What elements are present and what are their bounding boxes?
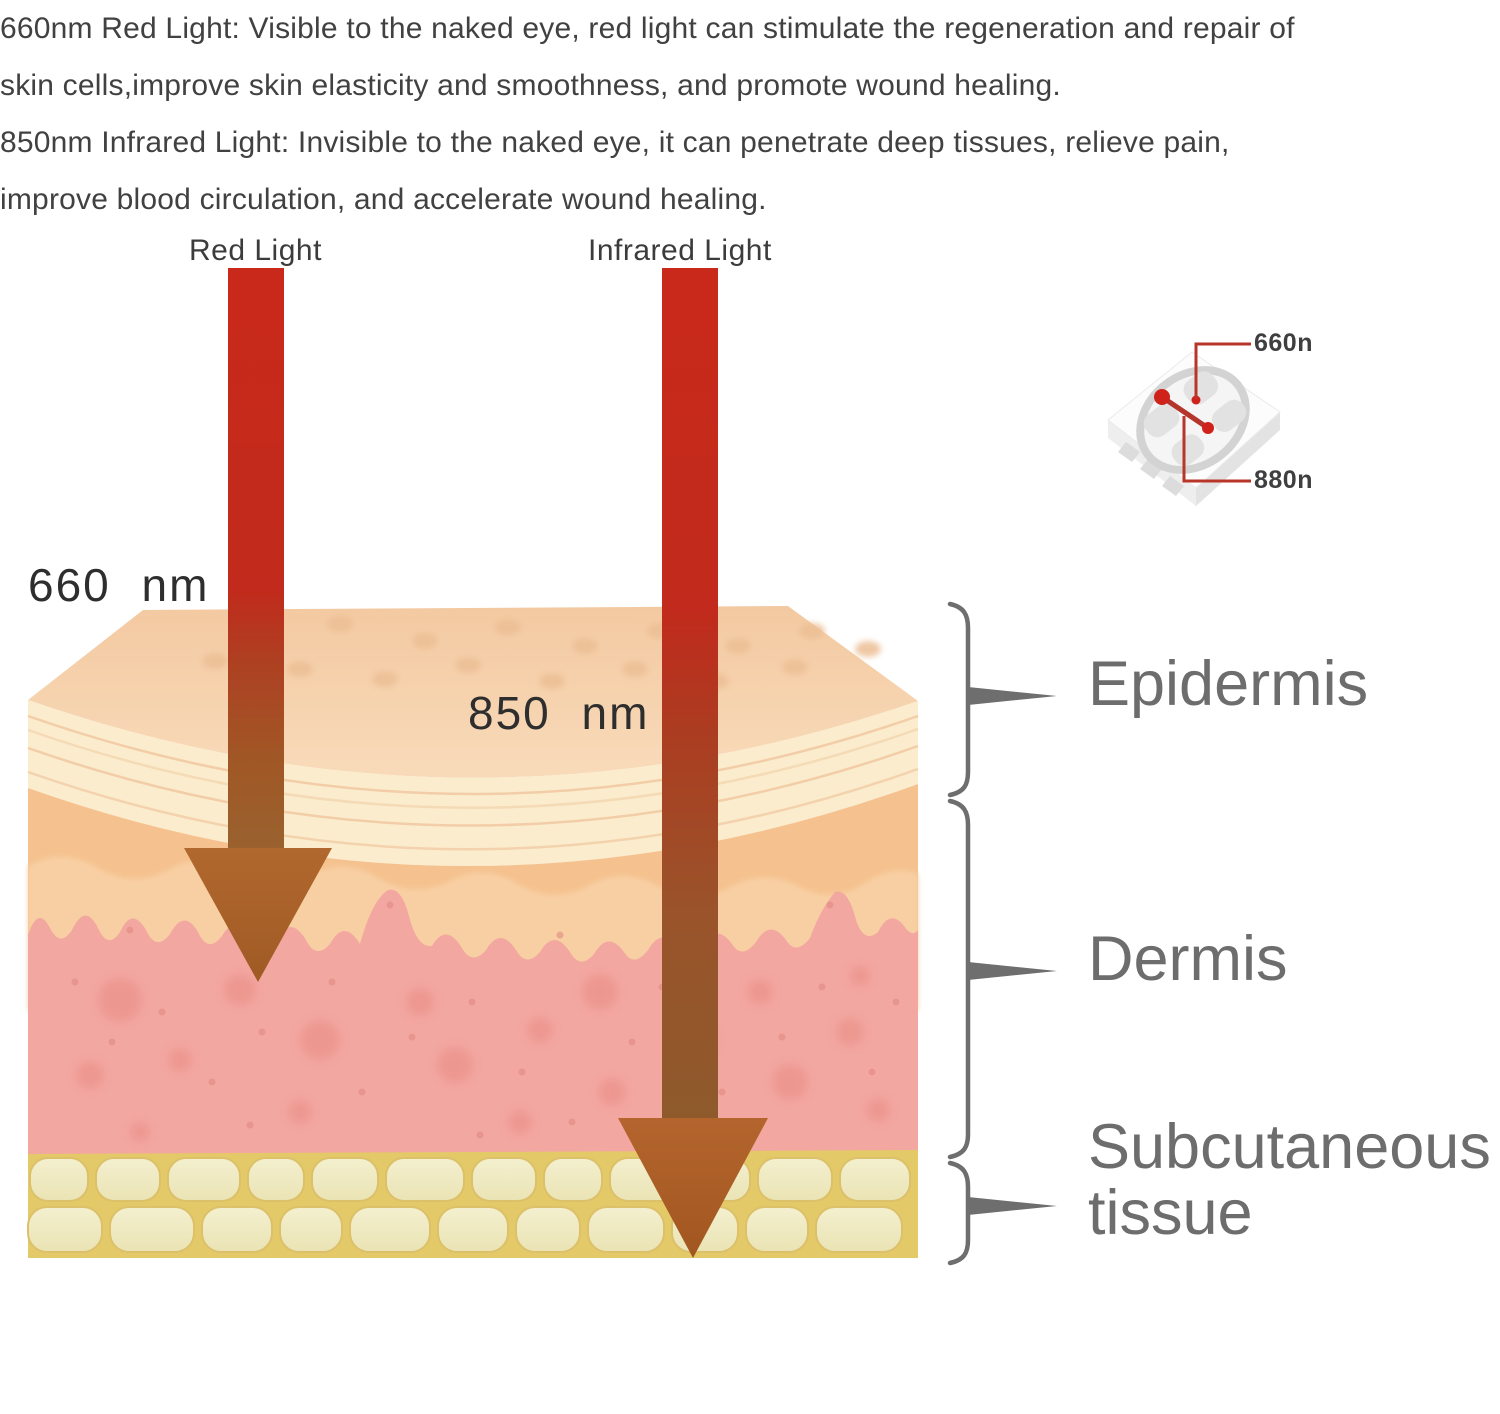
dermis-speckles	[71, 901, 900, 1139]
chip-callout-660-line	[1194, 342, 1251, 399]
layer-label-epidermis: Epidermis	[1088, 649, 1369, 719]
infrared-light-shaft	[662, 268, 718, 1122]
chip-callout-880-line	[1182, 416, 1251, 483]
chip-die-660	[1154, 389, 1170, 405]
subcutaneous-brace	[947, 1160, 1057, 1266]
chip-feet	[1118, 442, 1184, 496]
fat-pebbles-row-2	[27, 1206, 903, 1253]
intro-line-1: 660nm Red Light: Visible to the naked ey…	[0, 12, 1295, 45]
infrared-light-beam-label: Infrared Light	[588, 234, 772, 267]
surface-freckles	[202, 616, 881, 689]
chip-label-880n: 880n	[1254, 466, 1313, 494]
red-light-arrowhead	[184, 848, 332, 982]
infrared-light-arrow	[618, 268, 768, 1258]
chip-die-link	[1160, 394, 1210, 431]
outro-paragraph: 850nm Infrared Light: Invisible to the n…	[0, 114, 1500, 228]
epidermis-stripe-lines	[27, 714, 919, 851]
wavelength-850-label: 850 nm	[468, 687, 650, 739]
intro-paragraph: 660nm Red Light: Visible to the naked ey…	[0, 0, 1500, 114]
epidermis-brace	[947, 601, 1057, 798]
chip-lens-blades	[1143, 371, 1247, 466]
layer-label-dermis: Dermis	[1088, 924, 1288, 994]
red-light-beam-label: Red Light	[189, 234, 322, 267]
red-light-shaft	[228, 268, 284, 852]
intro-line-2: skin cells,improve skin elasticity and s…	[0, 69, 1061, 102]
led-chip-illustration	[1107, 342, 1281, 506]
chip-label-660n: 660n	[1254, 329, 1313, 357]
dermis-brace	[947, 798, 1057, 1160]
chip-center-dot	[1191, 395, 1201, 405]
infrared-light-arrowhead	[618, 1118, 768, 1258]
red-light-arrow	[184, 268, 332, 982]
outro-line-1: 850nm Infrared Light: Invisible to the n…	[0, 126, 1230, 159]
outro-line-2: improve blood circulation, and accelerat…	[0, 183, 767, 216]
wavelength-660-label: 660 nm	[28, 559, 210, 611]
chip-die-880	[1202, 422, 1214, 434]
layer-label-subcutaneous-tissue: Subcutaneous tissue	[1088, 1112, 1491, 1248]
